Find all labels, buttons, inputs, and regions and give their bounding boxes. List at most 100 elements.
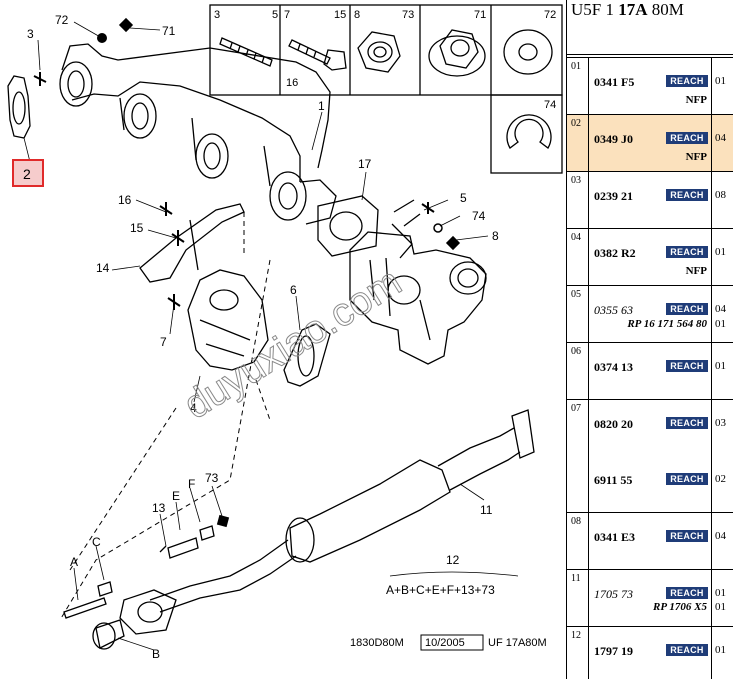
- footer-code: 1830D80M: [350, 637, 404, 649]
- quantity: 08: [715, 189, 726, 201]
- part-reference[interactable]: 0355 63: [594, 303, 633, 317]
- footer-date: 10/2005: [425, 637, 465, 649]
- turbo-gasket-drawing: [317, 195, 379, 257]
- parts-row-12[interactable]: 12 1797 19 REACH 01: [567, 626, 733, 679]
- highlighted-callout-box: [12, 159, 44, 187]
- nut-drawing: [357, 31, 401, 73]
- quantity: 02: [715, 473, 726, 485]
- quantity: 01: [715, 587, 726, 599]
- parts-row-08[interactable]: 08 0341 E3 REACH 04: [567, 512, 733, 569]
- reach-badge: REACH: [666, 530, 708, 542]
- callout-13[interactable]: 13: [152, 501, 166, 515]
- replacement-note: RP 1706 X5: [653, 601, 707, 613]
- row-index: 01: [567, 58, 589, 114]
- split-washer-drawing: [506, 114, 552, 149]
- callout-2[interactable]: 2: [23, 166, 31, 182]
- model-code-header: U5F 1 17A 80M: [571, 0, 684, 19]
- part-reference[interactable]: 0349 J0: [594, 132, 633, 146]
- quantity: 01: [715, 644, 726, 656]
- reach-badge: REACH: [666, 473, 708, 485]
- quantity: 01: [715, 360, 726, 372]
- quantity: 01: [715, 75, 726, 87]
- quantity: 03: [715, 417, 726, 429]
- part-reference[interactable]: 0820 20: [594, 417, 633, 431]
- part-reference[interactable]: 0341 F5: [594, 75, 635, 89]
- part-reference[interactable]: 0374 13: [594, 360, 633, 374]
- part-reference[interactable]: 6911 55: [594, 473, 633, 487]
- callout-B[interactable]: B: [152, 647, 160, 661]
- quantity: 01: [715, 601, 726, 613]
- reach-badge: REACH: [666, 587, 708, 599]
- callout-12[interactable]: 12: [446, 553, 460, 567]
- reach-badge: REACH: [666, 644, 708, 656]
- callout-74[interactable]: 74: [472, 209, 486, 223]
- exploded-parts-diagram: 72 71 3 2 1 17 5 74 8 16 15 14 7 6 4 11 …: [7, 4, 563, 661]
- quantity: 04: [715, 132, 726, 144]
- part-reference[interactable]: 1797 19: [594, 644, 633, 658]
- footer-ref: UF 17A80M: [488, 637, 547, 649]
- inset-label-8: 8: [354, 9, 360, 21]
- callout-7[interactable]: 7: [160, 335, 167, 349]
- row-index: 08: [567, 513, 589, 569]
- callout-F[interactable]: F: [188, 477, 195, 491]
- part-reference[interactable]: 0239 21: [594, 189, 633, 203]
- quantity: 01: [715, 318, 726, 330]
- front-pipe-flange: [92, 589, 177, 650]
- callout-14[interactable]: 14: [96, 261, 110, 275]
- inset-label-74: 74: [544, 99, 556, 111]
- nfp-note: NFP: [685, 265, 707, 277]
- callout-3[interactable]: 3: [27, 27, 34, 41]
- callout-1[interactable]: 1: [318, 99, 325, 113]
- part-reference[interactable]: 0341 E3: [594, 530, 636, 544]
- quantity: 04: [715, 530, 726, 542]
- quantity: 01: [715, 246, 726, 258]
- reach-badge: REACH: [666, 360, 708, 372]
- callout-A[interactable]: A: [70, 555, 78, 569]
- inset-label-3: 3: [214, 9, 220, 21]
- callout-16[interactable]: 16: [118, 193, 132, 207]
- row-index: 03: [567, 172, 589, 228]
- inset-label-7: 7: [284, 9, 290, 21]
- callout-6[interactable]: 6: [290, 283, 297, 297]
- callout-8[interactable]: 8: [492, 229, 499, 243]
- callout-15[interactable]: 15: [130, 221, 144, 235]
- inset-label-16: 16: [286, 77, 298, 89]
- row-index: 06: [567, 343, 589, 399]
- part-reference[interactable]: 1705 73: [594, 587, 633, 601]
- reach-badge: REACH: [666, 189, 708, 201]
- parts-row-03[interactable]: 03 0239 21 REACH 08: [567, 171, 733, 228]
- callout-72[interactable]: 72: [55, 13, 69, 27]
- stud-drawing: [219, 37, 273, 67]
- reach-badge: REACH: [666, 75, 708, 87]
- support-bracket: [139, 203, 245, 283]
- row-index: 05: [567, 286, 589, 342]
- reach-badge: REACH: [666, 246, 708, 258]
- callout-E[interactable]: E: [172, 489, 180, 503]
- inset-label-5: 5: [272, 9, 278, 21]
- callout-11[interactable]: 11: [480, 503, 493, 517]
- bolt-drawing: [288, 39, 347, 71]
- muffler-silencer: [149, 409, 535, 613]
- callout-4[interactable]: 4: [190, 401, 197, 415]
- replacement-note: RP 16 171 564 80: [627, 318, 707, 330]
- part-reference[interactable]: 0382 R2: [594, 246, 636, 260]
- callout-17[interactable]: 17: [358, 157, 372, 171]
- callout-71[interactable]: 71: [162, 24, 176, 38]
- flange-gasket-drawing: [283, 323, 331, 387]
- inset-label-15: 15: [334, 9, 346, 21]
- callout-5[interactable]: 5: [460, 191, 467, 205]
- callout-C[interactable]: C: [92, 535, 101, 549]
- row-index: 12: [567, 627, 589, 679]
- washer-drawing: [503, 29, 553, 75]
- gasket-drawing: [7, 75, 31, 139]
- parts-row-06[interactable]: 06 0374 13 REACH 01: [567, 342, 733, 399]
- callout-73[interactable]: 73: [205, 471, 219, 485]
- inset-label-71: 71: [474, 9, 486, 21]
